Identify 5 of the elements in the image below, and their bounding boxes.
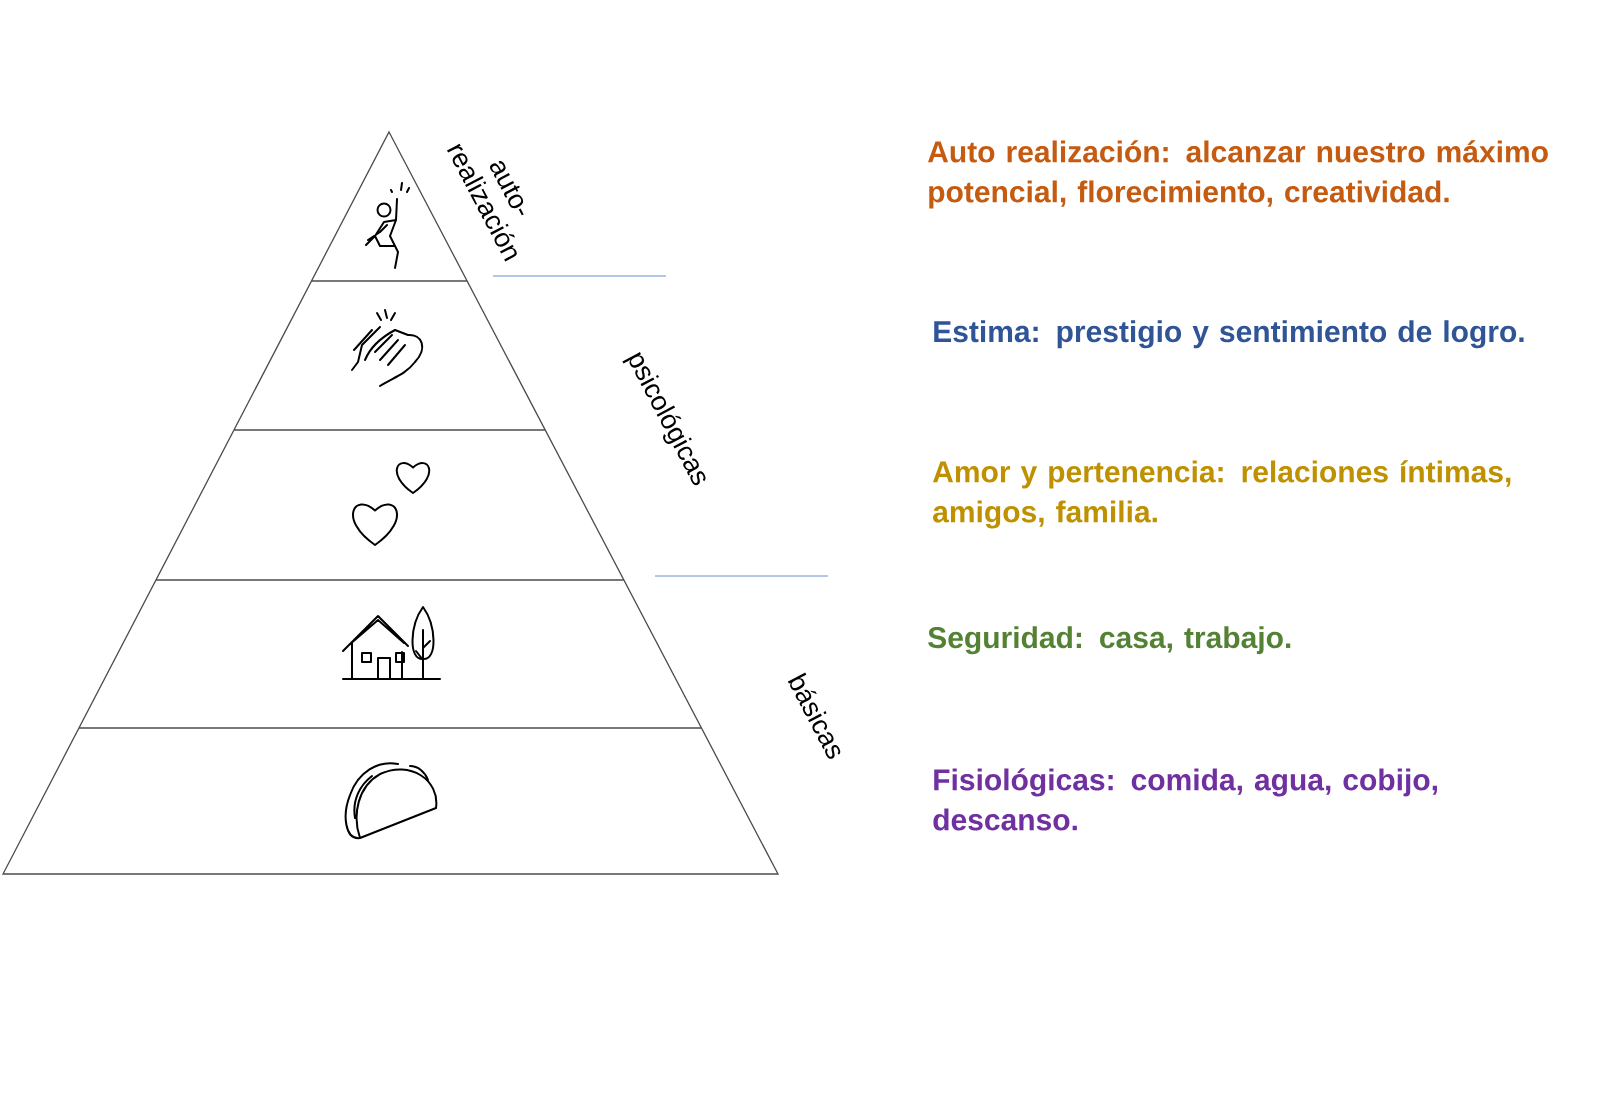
level-description: Seguridad: casa, trabajo. bbox=[928, 626, 1291, 655]
level-description: Auto realización: alcanzar nuestro máximo potencial, florecimiento, creatividad. bbox=[927, 140, 1548, 209]
level-description: Amor y pertenencia: relaciones íntimas, amigos, familia. bbox=[932, 460, 1511, 529]
level-description: Estima: prestigio y sentimiento de logro. bbox=[934, 320, 1524, 349]
level-description: Fisiológicas: comida, agua, cobijo, descanso. bbox=[933, 768, 1437, 831]
